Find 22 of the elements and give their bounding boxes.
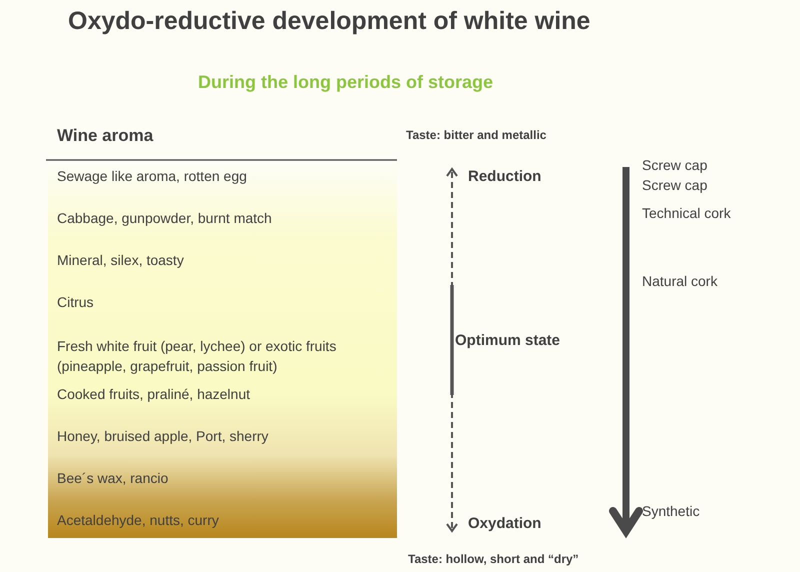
taste-note: Taste: bitter and metallic xyxy=(406,128,546,142)
closure-label: Natural cork xyxy=(642,273,718,290)
aroma-label: Citrus xyxy=(57,294,94,311)
aroma-label: Sewage like aroma, rotten egg xyxy=(57,168,247,185)
state-label: Oxydation xyxy=(468,515,542,533)
title: Oxydo-reductive development of white wine xyxy=(68,6,590,36)
aroma-label: Mineral, silex, toasty xyxy=(57,252,184,269)
column-heading: Wine aroma xyxy=(57,126,154,146)
aroma-label: Cooked fruits, praliné, hazelnut xyxy=(57,386,250,403)
closure-label: Technical cork xyxy=(642,205,731,222)
aroma-label: Honey, bruised apple, Port, sherry xyxy=(57,428,268,445)
aroma-label: Fresh white fruit (pear, lychee) or exotic fruits (pineapple, grapefruit, passion fruit) xyxy=(57,337,338,376)
subtitle: During the long periods of storage xyxy=(198,72,494,94)
taste-note: Taste: hollow, short and “dry” xyxy=(408,552,579,566)
closure-label: Synthetic xyxy=(642,503,700,520)
state-label: Reduction xyxy=(468,168,542,186)
closure-label: Screw cap xyxy=(642,157,708,174)
aroma-label: Acetaldehyde, nutts, curry xyxy=(57,512,219,529)
state-label: Optimum state xyxy=(455,332,560,350)
aroma-label: Cabbage, gunpowder, burnt match xyxy=(57,210,272,227)
closure-label: Screw cap xyxy=(642,177,708,194)
aroma-label: Bee´s wax, rancio xyxy=(57,470,168,487)
